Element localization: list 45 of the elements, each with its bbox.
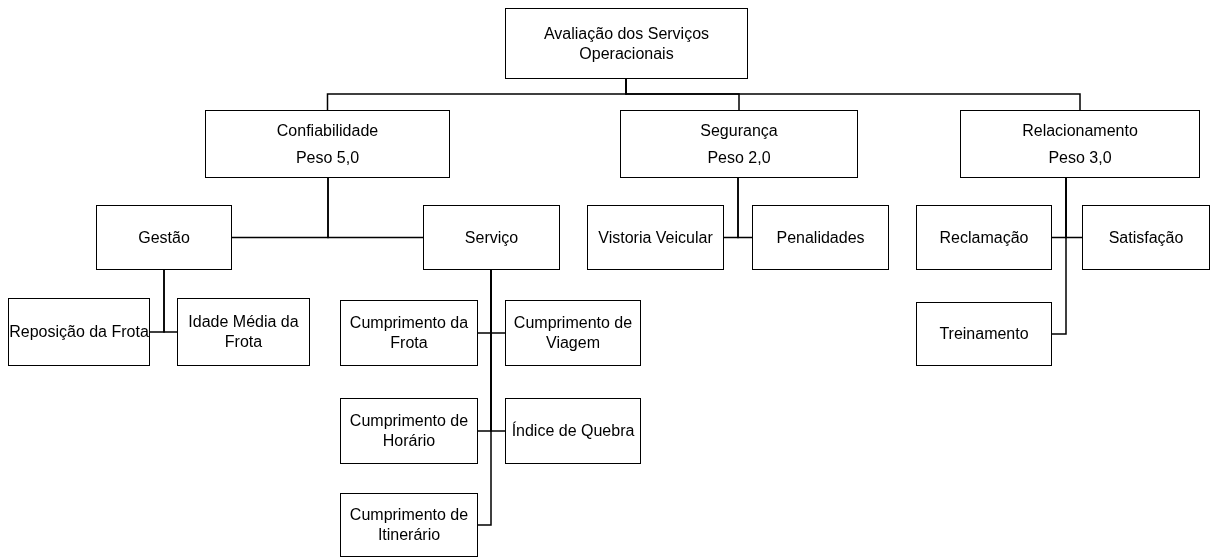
node-title: Vistoria Veicular	[598, 227, 713, 248]
node-title: Índice de Quebra	[511, 421, 635, 441]
category-box	[340, 493, 478, 557]
category-box	[205, 110, 450, 178]
category-box	[340, 300, 478, 366]
node-title: Serviço	[464, 227, 519, 248]
node-title: Cumprimento de Viagem	[512, 313, 634, 353]
category-box	[916, 302, 1052, 366]
category-box	[177, 298, 310, 366]
node-title: Relacionamento	[1022, 120, 1138, 141]
node-title: Reposição da Frota	[9, 322, 149, 342]
weight-label: Peso 2,0	[707, 147, 771, 168]
connector-line	[163, 269, 178, 333]
node-title: Segurança	[700, 120, 778, 141]
node-title: Penalidades	[776, 227, 865, 248]
node-title: Idade Média da Frota	[187, 312, 300, 352]
category-box	[505, 300, 641, 366]
connector-line	[477, 269, 492, 526]
category-box	[620, 110, 858, 178]
weight-label: Peso 5,0	[295, 147, 360, 168]
category-box	[505, 8, 748, 79]
connector-line	[737, 177, 753, 239]
category-box	[340, 398, 478, 464]
node-title: Satisfação	[1108, 227, 1184, 248]
weight-label: Peso 3,0	[1048, 147, 1112, 168]
category-box	[587, 205, 724, 270]
connector-line	[625, 78, 1081, 111]
category-box	[960, 110, 1200, 178]
node-title: Treinamento	[939, 324, 1029, 344]
node-title: Reclamação	[939, 227, 1029, 248]
connector-line	[327, 177, 424, 239]
category-box	[8, 298, 150, 366]
category-box	[96, 205, 232, 270]
node-title: Confiabilidade	[276, 120, 379, 141]
node-title: Cumprimento de Horário	[348, 411, 470, 451]
category-box	[752, 205, 889, 270]
category-box	[423, 205, 560, 270]
node-title: Cumprimento da Frota	[348, 313, 470, 353]
category-box	[916, 205, 1052, 270]
category-box	[1082, 205, 1210, 270]
category-box	[505, 398, 641, 464]
node-title: Avaliação dos Serviços Operacionais	[542, 23, 711, 64]
node-title: Cumprimento de Itinerário	[348, 505, 470, 545]
connector-line	[1051, 177, 1067, 335]
node-title: Gestão	[138, 227, 190, 248]
